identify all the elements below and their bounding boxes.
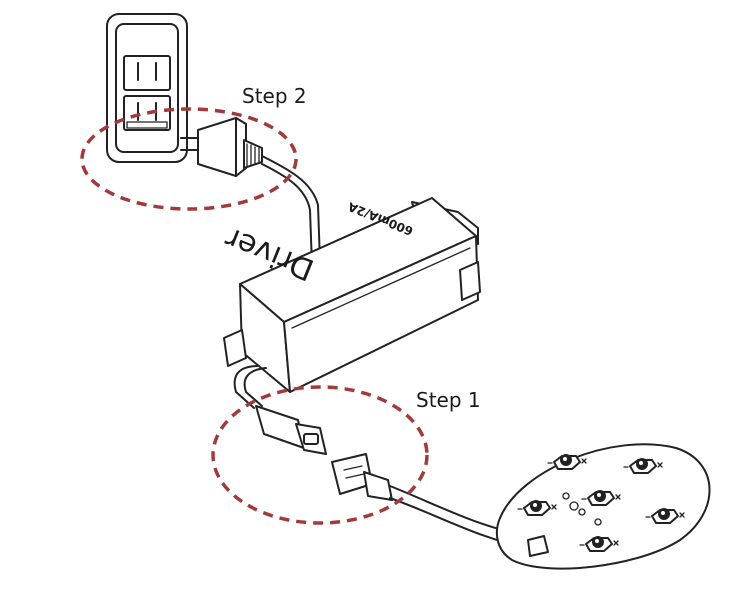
step-2-label: Step 2: [242, 84, 307, 108]
led-emitter-icon: [517, 500, 557, 516]
step-1-highlight: [211, 385, 429, 525]
female-connector-icon: [255, 405, 327, 455]
power-cord: [261, 155, 321, 267]
led-emitter-icon: [623, 458, 663, 474]
led-driver-box: [223, 197, 481, 409]
step-1-label: Step 1: [416, 388, 481, 412]
led-emitter-icon: [645, 508, 685, 524]
led-board-icon: [495, 443, 711, 570]
wall-outlet-icon: [106, 13, 188, 163]
led-emitter-icon: [547, 454, 587, 470]
step-2-highlight: [80, 107, 298, 211]
male-connector-icon: [331, 453, 393, 501]
led-emitter-icon: [579, 536, 619, 552]
power-plug-icon: [180, 117, 263, 177]
led-emitter-icon: [581, 490, 621, 506]
